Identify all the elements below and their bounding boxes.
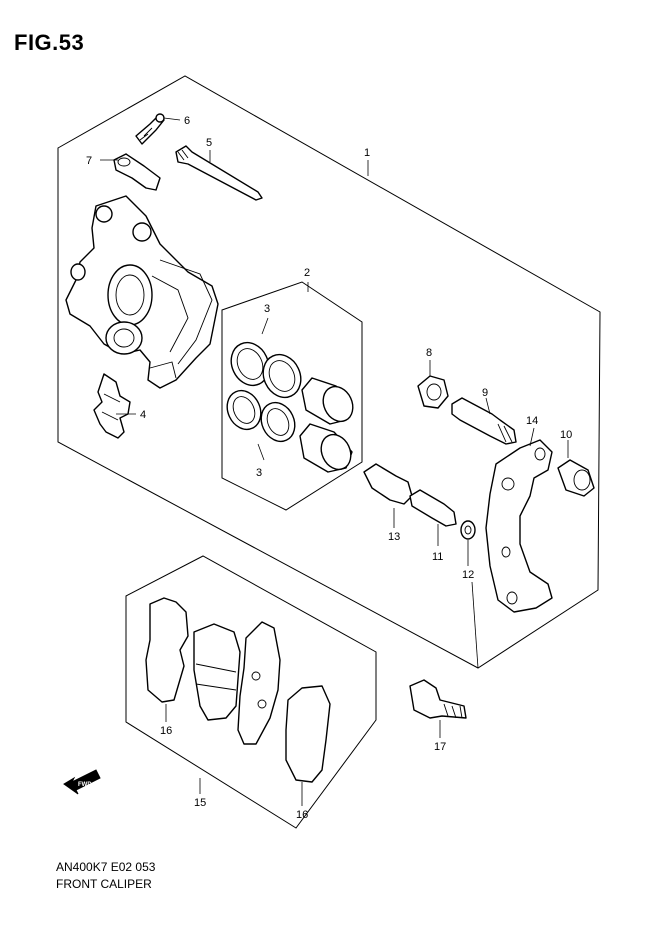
fwd-arrow-icon: FWD xyxy=(63,769,101,795)
callout-14: 14 xyxy=(526,415,538,427)
piston-set-outline xyxy=(221,281,363,511)
pin-boot xyxy=(417,375,449,409)
callout-7: 7 xyxy=(86,155,92,167)
leader-lines xyxy=(100,117,569,806)
mounting-bolt xyxy=(409,679,467,719)
caliper-body xyxy=(65,195,219,389)
piston-seals xyxy=(226,341,302,443)
caliper-bracket xyxy=(485,439,553,613)
callout-3-upper: 3 xyxy=(264,303,270,315)
callout-12: 12 xyxy=(462,569,474,581)
callout-8: 8 xyxy=(426,347,432,359)
slide-pin xyxy=(175,145,263,201)
bleeder-cap xyxy=(113,153,161,191)
figure-title: FIG.53 xyxy=(14,30,85,55)
pin-bolt-upper xyxy=(451,397,517,445)
pad-set-outline xyxy=(125,555,377,829)
callout-11: 11 xyxy=(432,551,443,563)
callout-5: 5 xyxy=(206,137,212,149)
bleeder-screw xyxy=(135,113,165,145)
callout-3-lower: 3 xyxy=(256,467,262,479)
pin-boot-lower xyxy=(363,463,413,505)
callout-10: 10 xyxy=(560,429,572,441)
callout-16-left: 16 xyxy=(160,725,172,737)
callout-labels: 1 2 3 3 4 5 6 7 8 9 10 11 12 13 14 15 16… xyxy=(86,115,572,821)
pin-lower xyxy=(409,489,457,527)
brake-pads xyxy=(145,597,331,783)
diagram-code: AN400K7 E02 053 xyxy=(56,860,156,874)
caliper-assembly-outline xyxy=(57,75,601,669)
callout-4: 4 xyxy=(140,409,146,421)
bracket-bush xyxy=(557,459,595,497)
callout-2: 2 xyxy=(304,267,310,279)
callout-15: 15 xyxy=(194,797,206,809)
callout-16-right: 16 xyxy=(296,809,308,821)
pistons xyxy=(299,377,354,473)
pad-spring xyxy=(93,373,131,439)
fwd-arrow-label: FWD xyxy=(78,782,92,788)
callout-17: 17 xyxy=(434,741,446,753)
small-boot xyxy=(460,520,476,540)
callout-13: 13 xyxy=(388,531,400,543)
callout-9: 9 xyxy=(482,387,488,399)
callout-1: 1 xyxy=(364,147,370,159)
callout-6: 6 xyxy=(184,115,190,127)
diagram-caption: FRONT CALIPER xyxy=(56,877,152,891)
